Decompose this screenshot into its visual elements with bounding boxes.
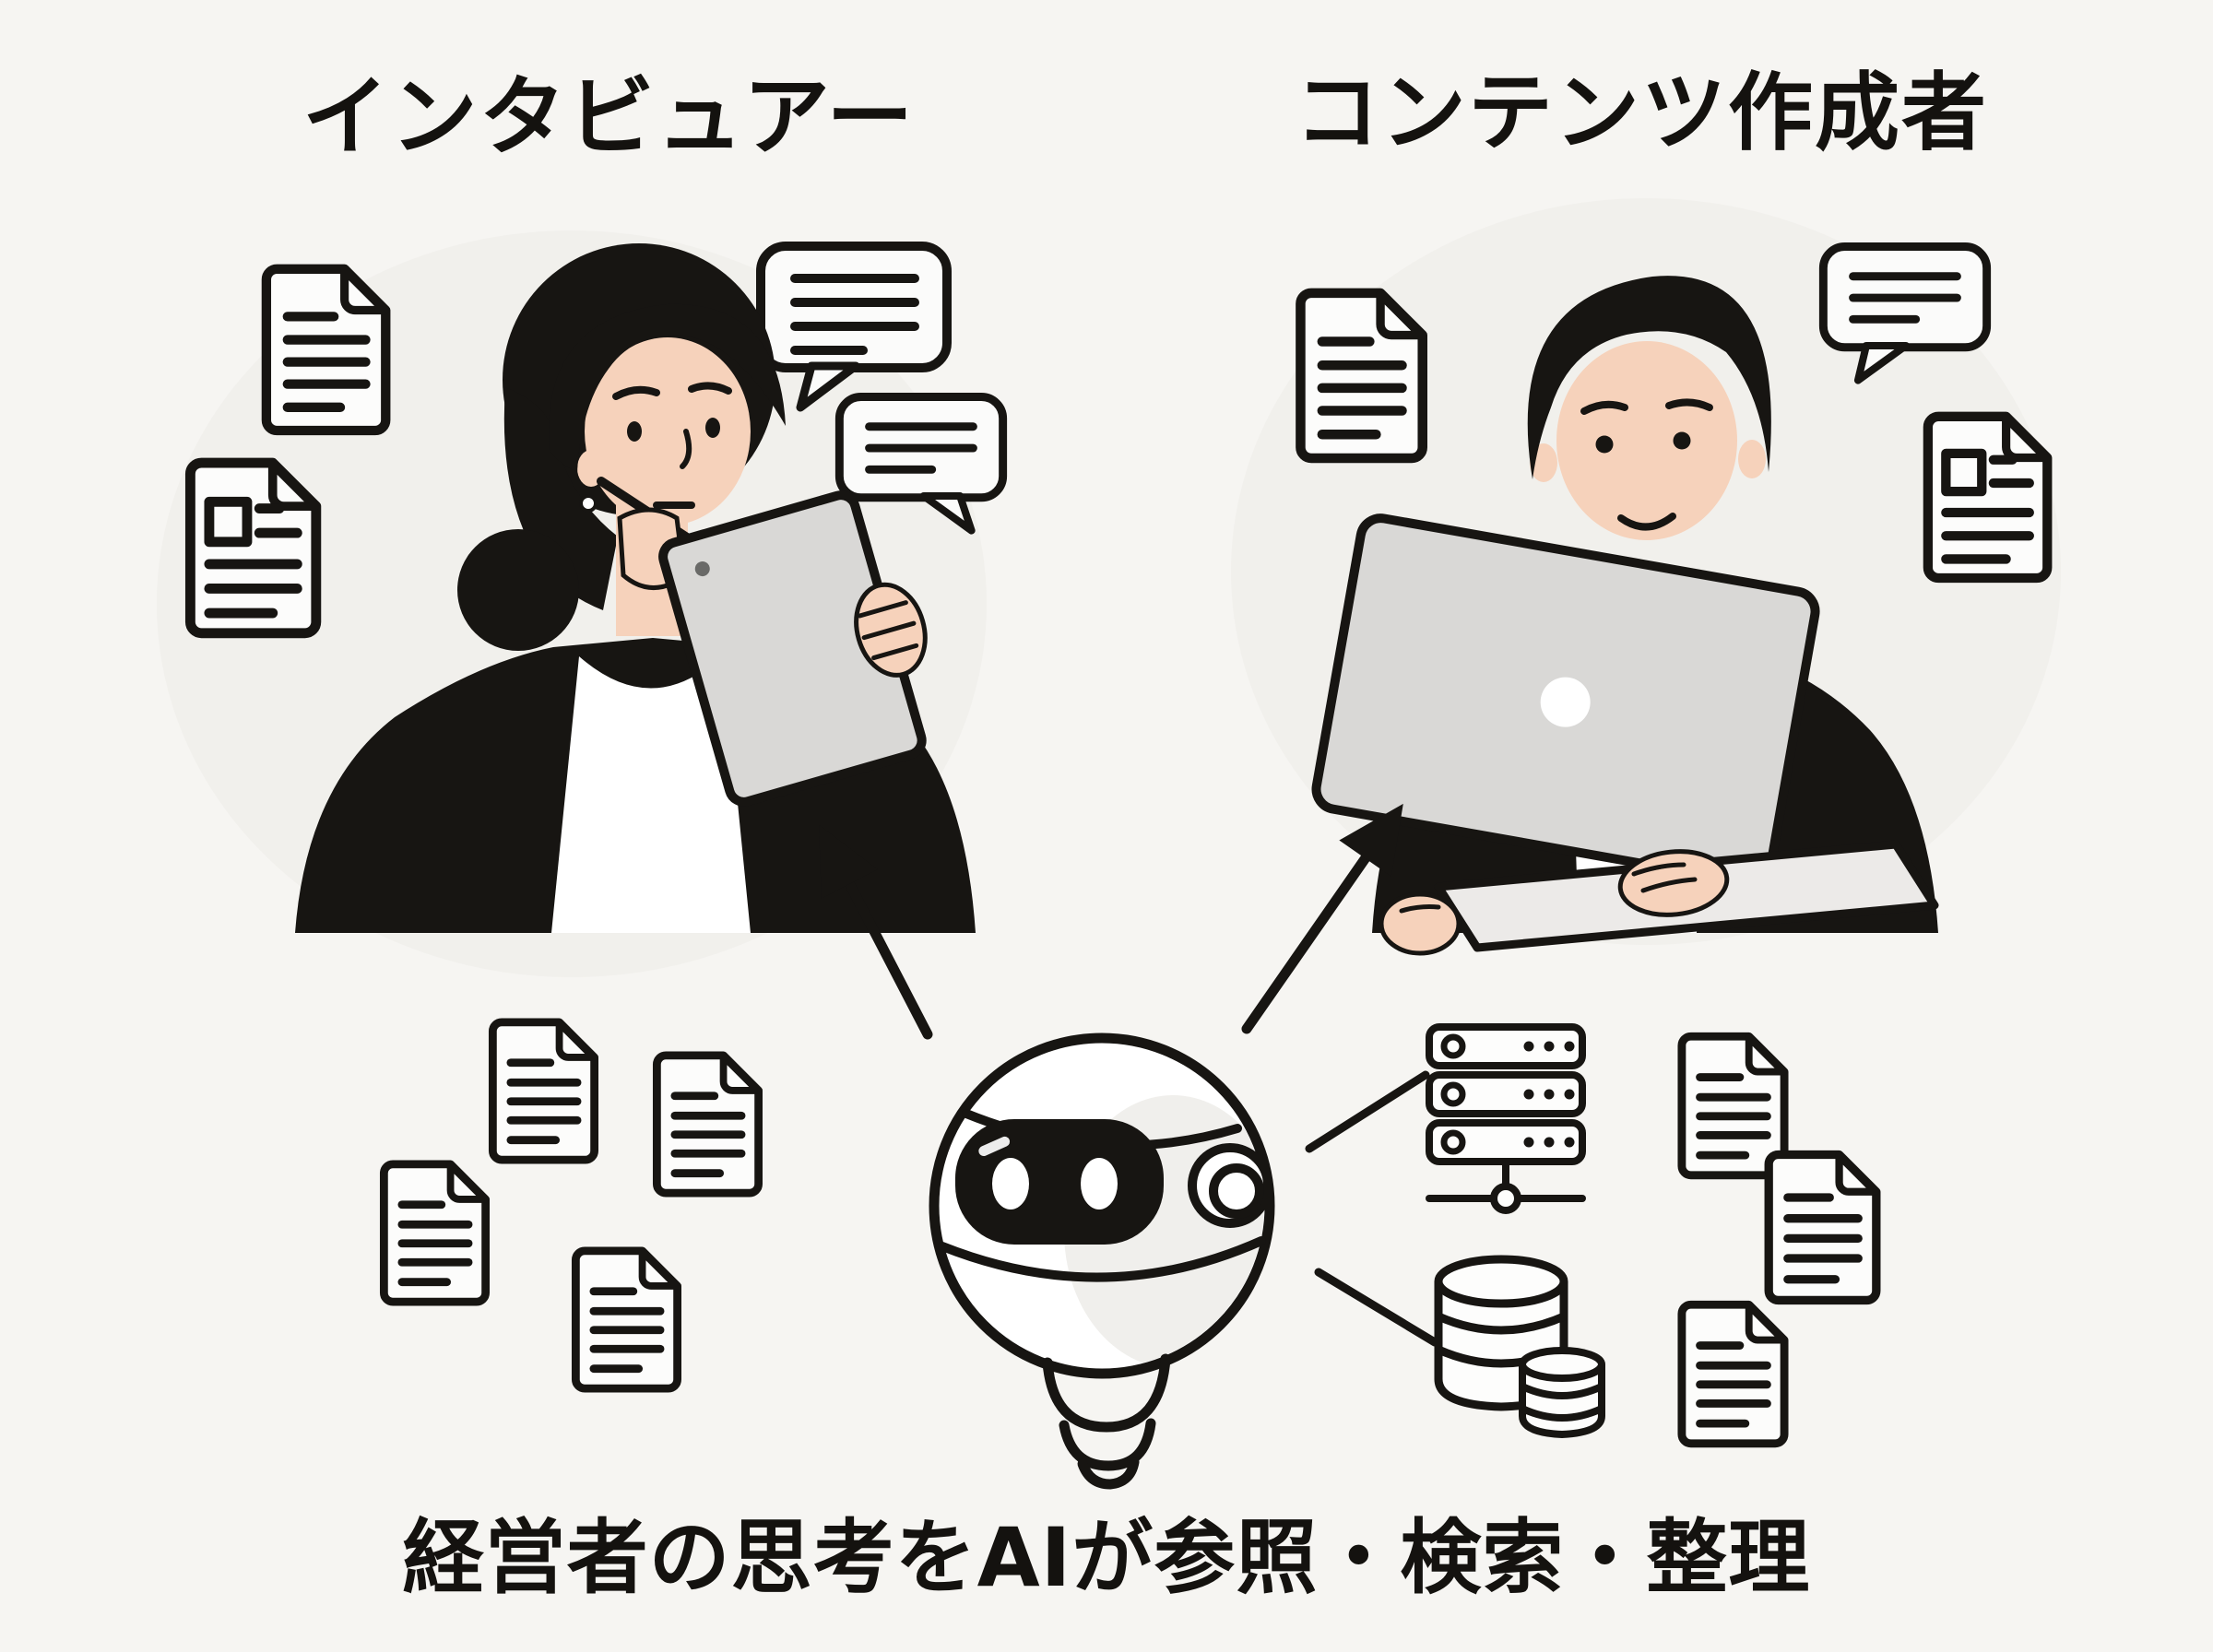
database-icon xyxy=(1434,1255,1605,1439)
interviewer-face-features xyxy=(612,382,732,509)
document-image-icon xyxy=(190,463,315,633)
creator-figure xyxy=(1311,276,1939,956)
laptop-logo xyxy=(1540,677,1591,727)
interviewer-eye xyxy=(627,421,642,442)
right-role-label: コンテンツ作成者 xyxy=(1294,64,1988,162)
creator-hair xyxy=(1527,276,1771,479)
document-icon xyxy=(1300,293,1422,458)
document-icon xyxy=(657,1056,758,1193)
interviewer-figure xyxy=(295,243,976,933)
tablet-camera xyxy=(694,561,710,577)
left-role-label: インタビュアー xyxy=(302,67,916,168)
arrow-icon xyxy=(819,824,933,1040)
connector-line xyxy=(1314,1268,1439,1347)
speech-bubble-icon xyxy=(756,242,952,412)
laptop-icon xyxy=(1311,513,1939,956)
interviewer-eye xyxy=(705,418,720,438)
robot-eye xyxy=(992,1158,1029,1210)
creator-eye xyxy=(1595,435,1614,454)
interviewer-ear xyxy=(577,450,605,487)
caption-text: 経営者の思考をAIが参照・検索・整理 xyxy=(402,1510,1811,1605)
connector-line xyxy=(1305,1070,1430,1153)
creator-eye xyxy=(1673,431,1691,450)
document-icon xyxy=(384,1164,485,1302)
document-icon xyxy=(575,1251,677,1388)
server-rack-icon xyxy=(1426,1023,1586,1214)
interviewer-hair-bun xyxy=(457,529,579,651)
robot-base xyxy=(1042,1353,1171,1490)
robot-eye xyxy=(1081,1158,1118,1210)
interviewer-shirt xyxy=(551,655,751,933)
document-icon xyxy=(492,1022,594,1160)
earring xyxy=(579,494,598,513)
robot-visor xyxy=(955,1119,1164,1245)
document-icon xyxy=(1682,1304,1784,1444)
creator-face xyxy=(1556,341,1737,540)
ai-robot-icon xyxy=(929,1032,1275,1490)
tablet-icon xyxy=(658,490,928,807)
document-icon xyxy=(266,269,385,431)
arrow-icon xyxy=(1241,803,1403,1034)
interviewer-fringe xyxy=(549,303,786,472)
robot-ear-inner xyxy=(1209,1163,1264,1219)
document-image-icon xyxy=(1928,417,2047,578)
document-icon xyxy=(1769,1155,1876,1301)
creator-face-features xyxy=(1580,398,1713,531)
robot-visor-highlight xyxy=(978,1136,1011,1157)
creator-hand xyxy=(1379,891,1462,956)
robot-equator-line xyxy=(938,1236,1266,1282)
creator-ear xyxy=(1738,440,1766,478)
interviewer-hair xyxy=(503,387,618,610)
